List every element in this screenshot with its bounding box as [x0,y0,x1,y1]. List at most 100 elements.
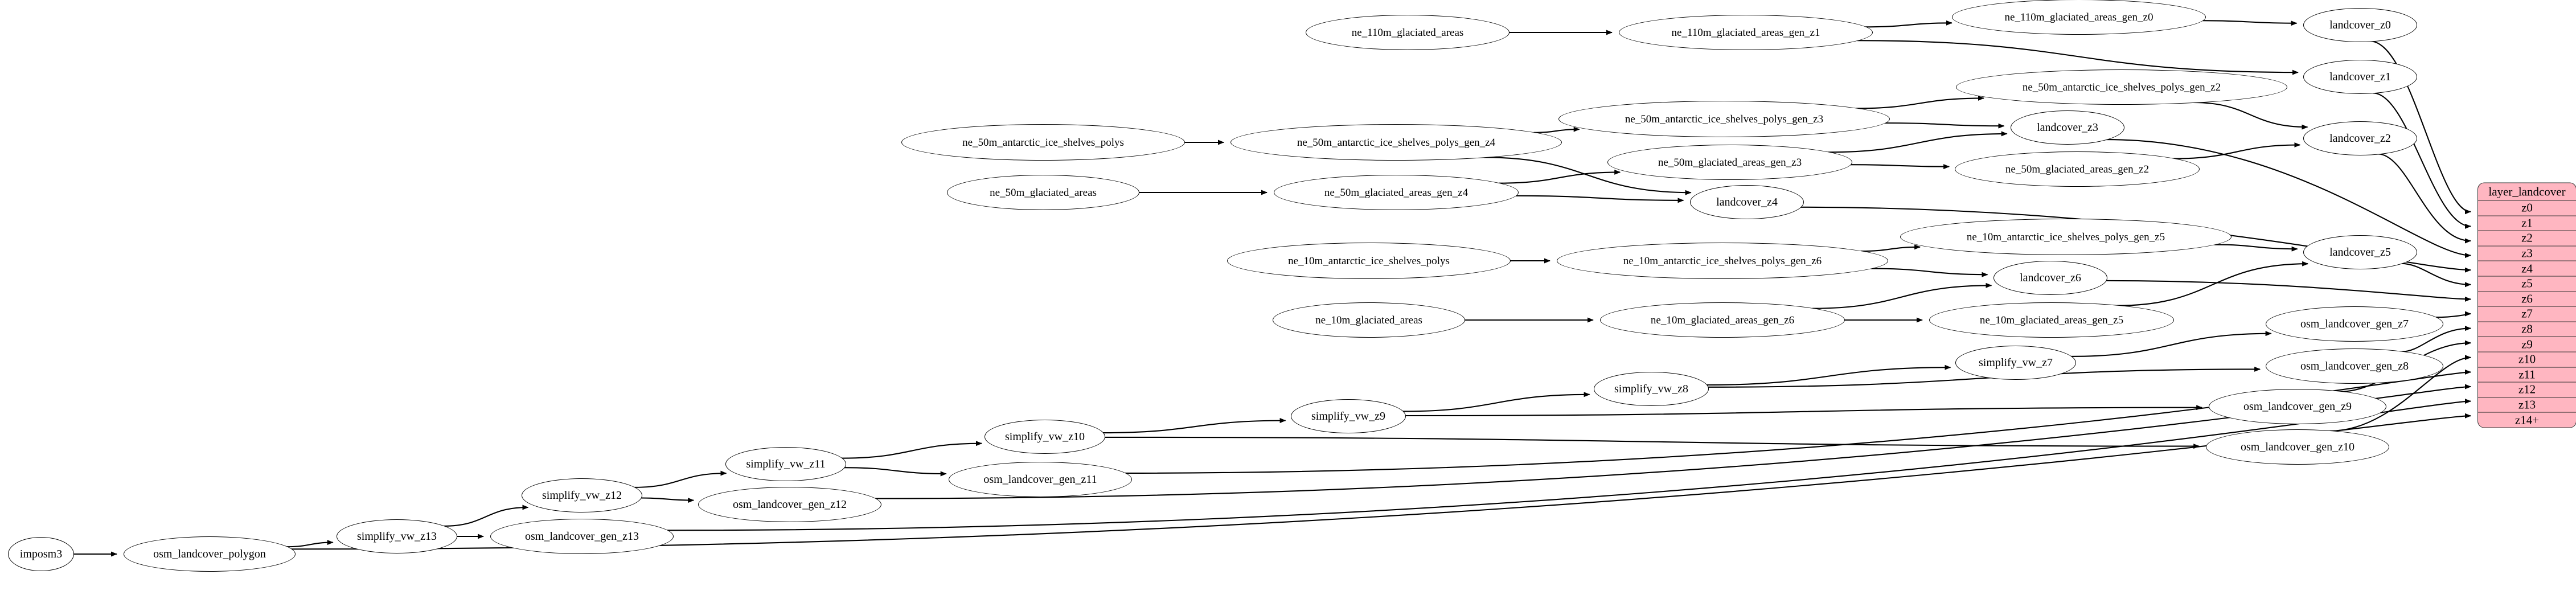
node-simplify-vw-z10[interactable]: simplify_vw_z10 [985,420,1105,454]
node-ne-10m-antarctic-ice-shelves-polys-gen-z6[interactable]: ne_10m_antarctic_ice_shelves_polys_gen_z… [1557,243,1888,279]
edge-n20-to-table-row-6 [2106,280,2471,302]
node-ne-10m-glaciated-areas[interactable]: ne_10m_glaciated_areas [1273,302,1465,338]
node-ne-50m-antarctic-ice-shelves-polys-gen-z3[interactable]: ne_50m_antarctic_ice_shelves_polys_gen_z… [1558,101,1890,137]
node-osm-landcover-gen-z12[interactable]: osm_landcover_gen_z12 [698,487,881,522]
node-ne-10m-antarctic-ice-shelves-polys-gen-z5[interactable]: ne_10m_antarctic_ice_shelves_polys_gen_z… [1900,219,2232,255]
table-row[interactable]: z8 [2478,322,2576,337]
table-row[interactable]: z4 [2478,261,2576,277]
node-label: osm_landcover_polygon [153,548,266,560]
table-row[interactable]: z3 [2478,246,2576,261]
node-label: simplify_vw_z7 [1979,356,2053,369]
node-simplify-vw-z13[interactable]: simplify_vw_z13 [337,519,457,553]
node-label: ne_10m_glaciated_areas [1315,314,1422,326]
node-label: landcover_z1 [2329,71,2391,83]
node-simplify-vw-z9[interactable]: simplify_vw_z9 [1291,399,1406,433]
node-landcover-z2[interactable]: landcover_z2 [2303,121,2417,155]
edge-n24-to-table-row-7 [2435,311,2471,318]
node-ne-50m-glaciated-areas-gen-z4[interactable]: ne_50m_glaciated_areas_gen_z4 [1274,175,1519,210]
node-label: ne_50m_glaciated_areas_gen_z4 [1324,186,1469,199]
node-imposm3[interactable]: imposm3 [8,537,74,571]
node-ne-10m-glaciated-areas-gen-z5[interactable]: ne_10m_glaciated_areas_gen_z5 [1929,302,2174,338]
node-ne-50m-antarctic-ice-shelves-polys[interactable]: ne_50m_antarctic_ice_shelves_polys [901,124,1185,161]
node-landcover-z0[interactable]: landcover_z0 [2303,8,2417,42]
node-label: simplify_vw_z12 [542,489,622,502]
table-row[interactable]: z10 [2478,352,2576,368]
node-label: ne_50m_antarctic_ice_shelves_polys_gen_z… [1297,136,1496,149]
edge-n4-to-table-row-1 [2373,92,2471,229]
node-simplify-vw-z8[interactable]: simplify_vw_z8 [1594,372,1709,406]
node-label: simplify_vw_z11 [746,458,826,470]
edge-n14-to-n15 [1515,195,1684,203]
edge-n32-to-n30 [842,441,982,459]
table-row[interactable]: z6 [2478,292,2576,307]
edge-n19-to-n16 [1860,244,1921,252]
table-row[interactable]: z2 [2478,231,2576,247]
node-ne-50m-antarctic-ice-shelves-polys-gen-z4[interactable]: ne_50m_antarctic_ice_shelves_polys_gen_z… [1230,124,1562,161]
node-osm-landcover-gen-z8[interactable]: osm_landcover_gen_z8 [2266,348,2443,384]
node-landcover-z3[interactable]: landcover_z3 [2011,110,2124,145]
table-row[interactable]: z1 [2478,216,2576,231]
node-landcover-z4[interactable]: landcover_z4 [1690,185,1804,219]
node-ne-110m-glaciated-areas[interactable]: ne_110m_glaciated_areas [1306,15,1509,50]
node-ne-50m-glaciated-areas[interactable]: ne_50m_glaciated_areas [947,175,1139,210]
node-label: ne_50m_antarctic_ice_shelves_polys_gen_z… [2022,81,2221,93]
node-label: ne_110m_glaciated_areas_gen_z0 [2004,11,2153,23]
edge-n1-to-n2 [1865,20,1952,28]
node-ne-50m-glaciated-areas-gen-z2[interactable]: ne_50m_glaciated_areas_gen_z2 [1955,151,2200,187]
node-label: simplify_vw_z9 [1311,410,1385,423]
node-osm-landcover-gen-z7[interactable]: osm_landcover_gen_z7 [2266,306,2443,342]
node-landcover-z5[interactable]: landcover_z5 [2303,235,2417,269]
node-label: ne_50m_glaciated_areas_gen_z2 [2005,163,2150,175]
node-ne-50m-glaciated-areas-gen-z3[interactable]: ne_50m_glaciated_areas_gen_z3 [1607,145,1852,180]
node-landcover-z1[interactable]: landcover_z1 [2303,60,2417,94]
edge-n30-to-n31 [1104,436,2200,449]
node-ne-10m-glaciated-areas-gen-z6[interactable]: ne_10m_glaciated_areas_gen_z6 [1600,302,1845,338]
node-label: osm_landcover_gen_z10 [2241,441,2355,453]
node-label: osm_landcover_gen_z8 [2300,360,2409,372]
node-ne-10m-antarctic-ice-shelves-polys[interactable]: ne_10m_antarctic_ice_shelves_polys [1227,243,1511,279]
table-row[interactable]: z12 [2478,383,2576,398]
node-osm-landcover-gen-z11[interactable]: osm_landcover_gen_z11 [949,462,1132,497]
node-label: landcover_z0 [2329,19,2391,31]
node-label: osm_landcover_gen_z13 [525,530,639,543]
node-osm-landcover-gen-z13[interactable]: osm_landcover_gen_z13 [490,519,674,554]
node-label: ne_10m_glaciated_areas_gen_z5 [1979,314,2124,326]
node-label: ne_50m_antarctic_ice_shelves_polys [962,136,1124,149]
edge-n39-to-n36 [286,540,334,548]
edge-n28-to-n27 [1402,392,1590,412]
node-simplify-vw-z11[interactable]: simplify_vw_z11 [725,447,846,481]
node-label: ne_10m_antarctic_ice_shelves_polys [1288,255,1450,267]
node-osm-landcover-gen-z9[interactable]: osm_landcover_gen_z9 [2209,389,2386,424]
node-osm-landcover-polygon[interactable]: osm_landcover_polygon [124,536,296,572]
node-simplify-vw-z7[interactable]: simplify_vw_z7 [1955,346,2076,380]
edge-n28-to-n29 [1405,405,2203,417]
node-osm-landcover-gen-z10[interactable]: osm_landcover_gen_z10 [2206,429,2389,465]
node-label: osm_landcover_gen_z12 [733,498,847,511]
edge-n34-to-n32 [634,470,727,488]
table-row[interactable]: z11 [2478,367,2576,383]
node-label: ne_50m_glaciated_areas [990,186,1097,199]
table-row[interactable]: z7 [2478,307,2576,322]
node-simplify-vw-z12[interactable]: simplify_vw_z12 [522,478,642,512]
table-row[interactable]: z13 [2478,397,2576,413]
table-row[interactable]: z5 [2478,277,2576,292]
table-row[interactable]: z0 [2478,201,2576,216]
node-ne-50m-antarctic-ice-shelves-polys-gen-z2[interactable]: ne_50m_antarctic_ice_shelves_polys_gen_z… [1956,69,2287,105]
node-landcover-z6[interactable]: landcover_z6 [1993,261,2107,295]
edge-n36-to-n34 [443,505,529,527]
node-label: simplify_vw_z8 [1614,383,1688,395]
node-ne-110m-glaciated-areas-gen-z0[interactable]: ne_110m_glaciated_areas_gen_z0 [1952,0,2206,35]
table-row[interactable]: z14+ [2515,413,2540,427]
edge-n11-to-n9 [1828,131,2008,153]
edge-n32-to-n33 [844,467,947,477]
table-row[interactable]: z9 [2478,337,2576,352]
edge-n19-to-n20 [1871,268,1988,277]
edge-n37-to-table-row-13 [667,399,2471,531]
edge-n25-to-n24 [2070,331,2272,357]
edge-n7-to-n8 [1533,126,1580,133]
edge-n34-to-n35 [641,497,695,503]
node-ne-110m-glaciated-areas-gen-z1[interactable]: ne_110m_glaciated_areas_gen_z1 [1619,15,1873,50]
edge-n10-to-table-row-2 [2378,153,2471,244]
